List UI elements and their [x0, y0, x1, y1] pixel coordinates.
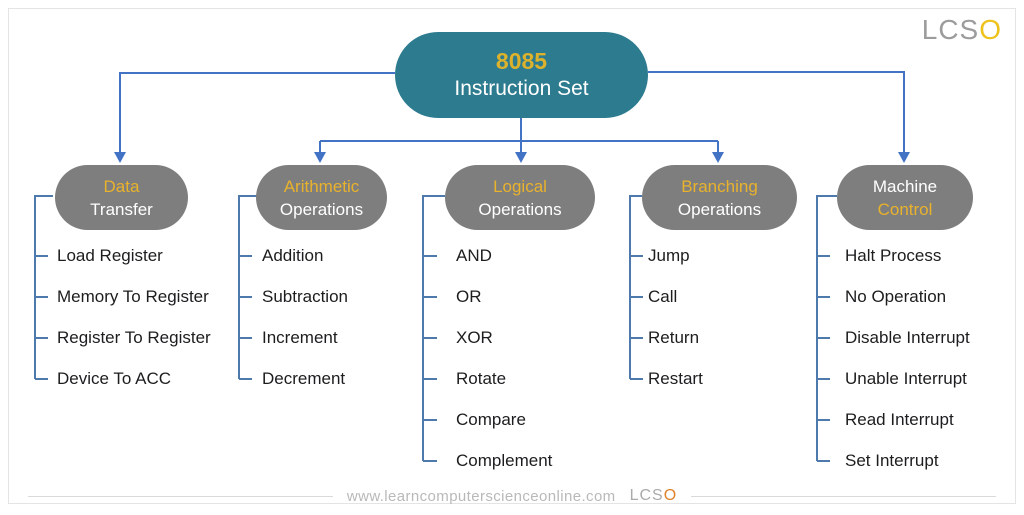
list-item: Disable Interrupt [845, 327, 970, 347]
list-item: OR [456, 286, 482, 306]
category-line2: Operations [478, 199, 562, 219]
list-item: Return [648, 327, 700, 347]
brand-logo-top: LCSO [922, 14, 1002, 46]
list-item: Increment [262, 327, 338, 347]
list-item: Jump [648, 245, 690, 265]
list-item: No Operation [845, 286, 947, 306]
list-item: Read Interrupt [845, 409, 954, 429]
category-line2: Transfer [90, 199, 153, 219]
list-item: Call [648, 286, 678, 306]
list-item: Device To ACC [57, 368, 172, 388]
brand-o: O [979, 14, 1002, 45]
list-item: Complement [456, 450, 553, 470]
list-item: Decrement [262, 368, 346, 388]
category-line1: Machine [872, 176, 938, 196]
category-line1: Logical [493, 176, 547, 196]
root-line1: 8085 [495, 48, 548, 74]
footer-url: www.learncomputerscienceonline.com [346, 487, 616, 505]
category-machine-control: Machine Control [837, 165, 973, 230]
list-item: AND [456, 245, 492, 265]
list-item: Subtraction [262, 286, 348, 306]
footer-divider-right [691, 495, 997, 497]
footer: www.learncomputerscienceonline.com LCSO [28, 487, 997, 505]
category-logical-operations: Logical Operations [445, 165, 595, 230]
category-arithmetic-operations: Arithmetic Operations [256, 165, 387, 230]
list-item: Unable Interrupt [845, 368, 967, 388]
footer-brand-logo: LCSO [630, 487, 678, 505]
data-transfer-items: Load Register Memory To Register Registe… [57, 235, 211, 399]
category-line1: Data [103, 176, 140, 196]
list-item: Set Interrupt [845, 450, 939, 470]
arithmetic-operations-items: Addition Subtraction Increment Decrement [262, 235, 348, 399]
root-line2: Instruction Set [454, 77, 589, 100]
machine-control-items: Halt Process No Operation Disable Interr… [845, 235, 970, 481]
root-node-8085-instruction-set: 8085 Instruction Set [395, 32, 648, 118]
category-line2: Operations [677, 199, 762, 219]
footer-brand-o: O [663, 487, 678, 504]
list-item: XOR [456, 327, 493, 347]
category-branching-operations: Branching Operations [642, 165, 797, 230]
footer-divider-left [28, 495, 333, 497]
list-item: Memory To Register [57, 286, 209, 306]
list-item: Register To Register [57, 327, 211, 347]
category-line2: Control [877, 199, 933, 219]
logical-operations-items: AND OR XOR Rotate Compare Complement [456, 235, 552, 481]
list-item: Addition [262, 245, 324, 265]
category-line1: Arithmetic [283, 176, 360, 196]
list-item: Halt Process [845, 245, 942, 265]
brand-lcs: LCS [921, 14, 980, 45]
list-item: Load Register [57, 245, 163, 265]
category-line2: Operations [279, 199, 364, 219]
branching-operations-items: Jump Call Return Restart [648, 235, 703, 399]
list-item: Compare [456, 409, 526, 429]
footer-brand-lcs: LCS [629, 487, 664, 504]
list-item: Restart [648, 368, 703, 388]
category-line1: Branching [681, 176, 758, 196]
category-data-transfer: Data Transfer [55, 165, 188, 230]
list-item: Rotate [456, 368, 507, 388]
